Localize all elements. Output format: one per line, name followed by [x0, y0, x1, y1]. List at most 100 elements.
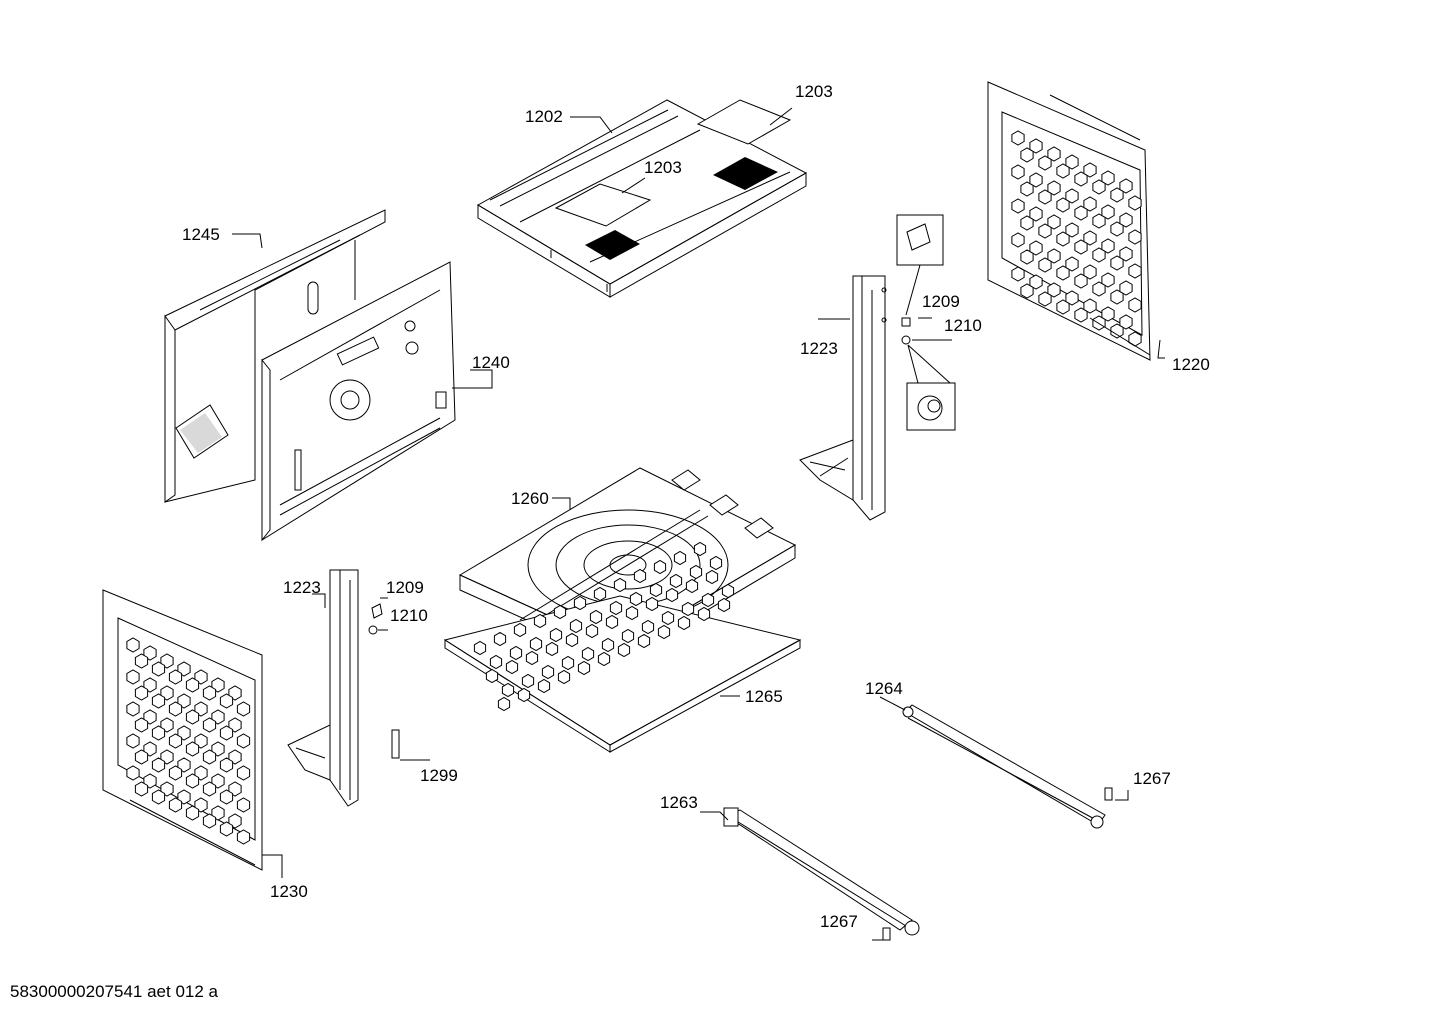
hex-perforation — [211, 805, 225, 821]
hex-perforation — [637, 633, 651, 649]
hex-perforation — [689, 564, 703, 580]
hex-perforation — [143, 677, 157, 693]
hex-perforation — [236, 797, 251, 813]
hex-perforation — [134, 717, 149, 733]
hex-perforation — [1029, 138, 1043, 154]
label-1203-b: 1203 — [644, 158, 682, 177]
hex-perforation — [581, 646, 595, 662]
hex-perforation — [1038, 257, 1052, 273]
hex-perforation — [236, 701, 251, 717]
label-1230: 1230 — [270, 882, 308, 901]
hex-perforation — [1092, 281, 1106, 297]
hex-perforation — [151, 789, 166, 805]
hex-perforation — [1110, 221, 1124, 237]
hex-perforation — [134, 749, 149, 765]
hex-perforation — [577, 660, 591, 676]
callout-1210-detail — [901, 335, 956, 431]
hex-perforation — [1047, 214, 1061, 230]
hex-perforation — [1083, 298, 1097, 314]
hex-perforation — [629, 591, 643, 607]
part-1230-left-side-panel — [102, 589, 263, 871]
label-1267-a: 1267 — [1133, 769, 1171, 788]
hex-perforation — [219, 693, 234, 709]
hex-perforation — [569, 618, 583, 634]
hex-perforation — [194, 765, 208, 781]
hex-perforation — [625, 605, 639, 621]
hex-perforation — [177, 693, 191, 709]
hex-perforation — [126, 669, 140, 685]
hex-perforation — [1020, 249, 1034, 265]
hex-perforation — [185, 709, 200, 725]
hex-perforation — [685, 578, 699, 594]
hex-perforation — [126, 701, 140, 717]
hex-perforation — [160, 717, 174, 733]
hex-perforation — [134, 781, 149, 797]
hex-perforation — [194, 701, 208, 717]
hex-perforation — [185, 805, 200, 821]
hex-perforation — [673, 550, 687, 566]
part-1223-left-rail — [287, 569, 359, 807]
label-1265: 1265 — [745, 687, 783, 706]
hex-perforation — [537, 678, 551, 694]
hex-perforation — [1029, 274, 1043, 290]
hex-perforation — [609, 600, 623, 616]
hex-perforation — [509, 645, 523, 661]
hex-perforation — [1119, 212, 1133, 228]
part-1210-bushing-small — [368, 625, 378, 635]
hex-perforation — [1083, 264, 1097, 280]
leader-lines — [232, 107, 1165, 941]
hex-perforation — [168, 669, 183, 685]
hex-perforation — [126, 765, 140, 781]
hex-perforation — [1056, 299, 1070, 315]
hex-perforation — [529, 636, 543, 652]
hex-perforation — [1074, 273, 1088, 289]
hex-perforation — [143, 741, 157, 757]
hex-perforation — [1011, 130, 1025, 146]
hex-perforation — [1011, 164, 1025, 180]
hex-perforation — [521, 673, 535, 689]
part-1299-strip — [391, 729, 400, 759]
hex-perforation — [721, 583, 735, 599]
hex-perforation — [228, 685, 242, 701]
hex-perforation — [593, 586, 607, 602]
hex-perforation — [177, 757, 191, 773]
hex-perforation — [701, 592, 715, 608]
hex-perforation — [545, 641, 559, 657]
hex-perforation — [1119, 280, 1133, 296]
hex-perforation — [505, 659, 519, 675]
hex-grid-1220 — [1011, 130, 1142, 347]
label-1202: 1202 — [525, 107, 563, 126]
hex-grid-1230 — [126, 637, 251, 845]
hex-perforation — [1056, 163, 1070, 179]
part-1263-rail — [723, 807, 920, 936]
hex-perforation — [589, 609, 603, 625]
hex-perforation — [1047, 282, 1061, 298]
part-1240-back-panel — [261, 261, 456, 542]
hex-perforation — [1020, 283, 1034, 299]
hex-perforation — [1101, 306, 1115, 322]
hex-perforation — [1119, 178, 1133, 194]
hex-perforation — [1038, 223, 1052, 239]
hex-perforation — [168, 797, 183, 813]
hex-perforation — [677, 615, 691, 631]
hex-grid-1265 — [473, 541, 735, 712]
hex-perforation — [151, 661, 166, 677]
hex-perforation — [151, 757, 166, 773]
label-1264: 1264 — [865, 679, 903, 698]
hex-perforation — [705, 569, 719, 585]
hex-perforation — [168, 701, 183, 717]
hex-perforation — [533, 613, 547, 629]
hex-perforation — [177, 725, 191, 741]
label-1210-a: 1210 — [944, 316, 982, 335]
hex-perforation — [661, 610, 675, 626]
label-1223-a: 1223 — [800, 339, 838, 358]
hex-perforation — [168, 733, 183, 749]
hex-perforation — [202, 749, 217, 765]
callout-1209-detail — [896, 214, 944, 327]
hex-perforation — [194, 797, 208, 813]
hex-perforation — [1074, 239, 1088, 255]
hex-perforation — [1011, 198, 1025, 214]
hex-perforation — [1056, 197, 1070, 213]
label-1260: 1260 — [511, 489, 549, 508]
hex-perforation — [1128, 263, 1142, 279]
